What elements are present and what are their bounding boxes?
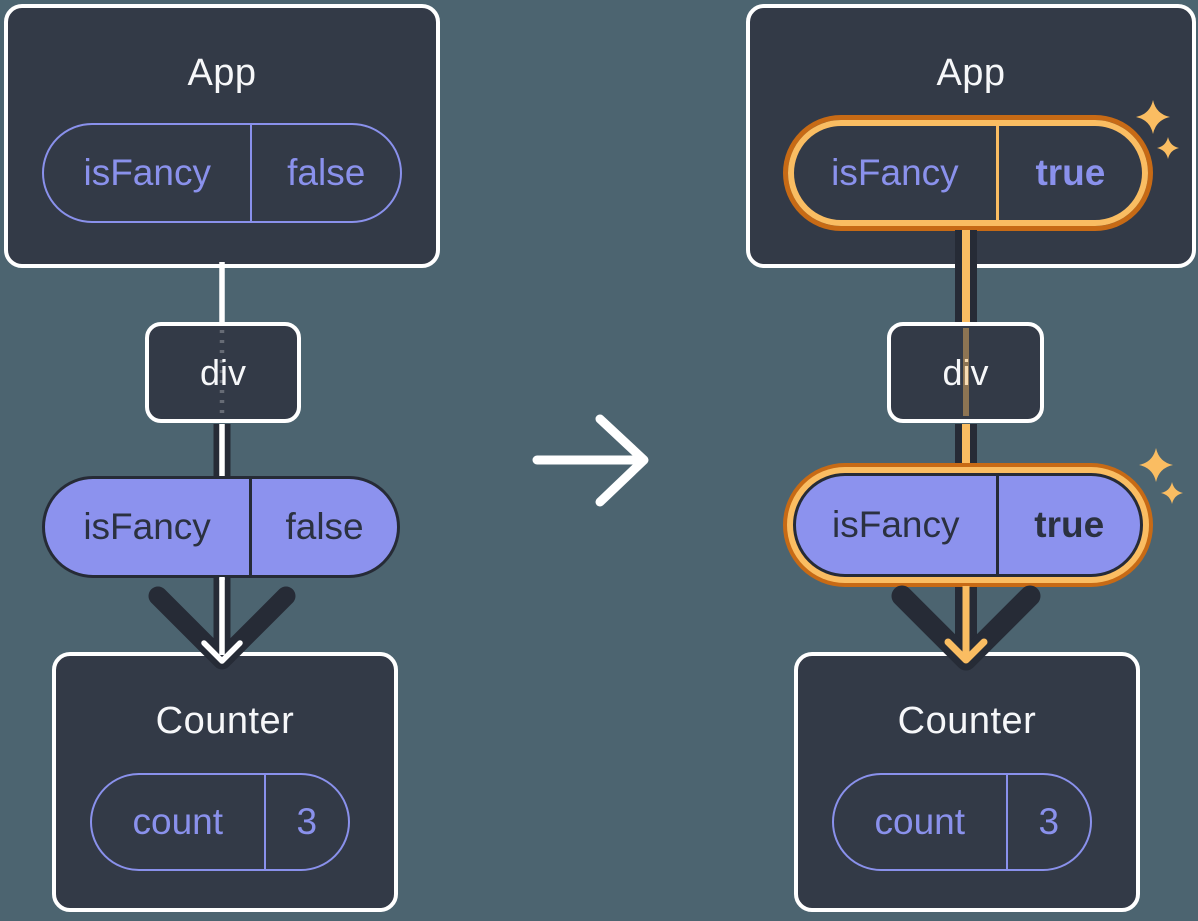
chevron-arrowhead-left	[148, 586, 296, 670]
state-pill-app-left: isFancy false	[42, 123, 402, 223]
div-tag-box-left: div	[145, 322, 301, 423]
state-value: 3	[1005, 775, 1090, 869]
component-title: App	[187, 52, 257, 94]
sparkle-icon	[1139, 448, 1173, 482]
state-name: count	[874, 801, 966, 842]
component-title: App	[936, 52, 1006, 94]
transition-right-arrow-icon	[532, 414, 649, 507]
state-name: count	[132, 801, 224, 842]
state-pill-app-right-highlighted: isFancy true	[788, 120, 1148, 226]
prop-name: isFancy	[832, 504, 960, 545]
prop-name: isFancy	[83, 506, 211, 547]
counter-component-card-left: Counter count 3	[52, 652, 398, 912]
app-component-card-right: App isFancy true	[746, 4, 1196, 268]
state-name: isFancy	[83, 152, 211, 193]
counter-component-card-right: Counter count 3	[794, 652, 1140, 912]
state-value: 3	[263, 775, 348, 869]
component-title: Counter	[155, 700, 295, 742]
chevron-arrowhead-right	[891, 585, 1041, 671]
state-pill-counter-left: count 3	[90, 773, 350, 871]
app-component-card-left: App isFancy false	[4, 4, 440, 268]
prop-value: false	[249, 479, 397, 575]
div-tag-box-right: div	[887, 322, 1044, 423]
passed-prop-pill-right-highlighted: isFancy true	[793, 473, 1143, 577]
state-pill-counter-right: count 3	[832, 773, 1092, 871]
sparkle-icon	[1161, 482, 1183, 504]
state-name: isFancy	[831, 152, 959, 193]
state-value: false	[250, 125, 400, 221]
state-value: true	[995, 126, 1142, 220]
tag-label: div	[199, 351, 247, 393]
tag-label: div	[942, 351, 989, 393]
prop-value: true	[995, 476, 1140, 574]
passed-prop-pill-left: isFancy false	[42, 476, 400, 578]
component-title: Counter	[897, 700, 1037, 742]
